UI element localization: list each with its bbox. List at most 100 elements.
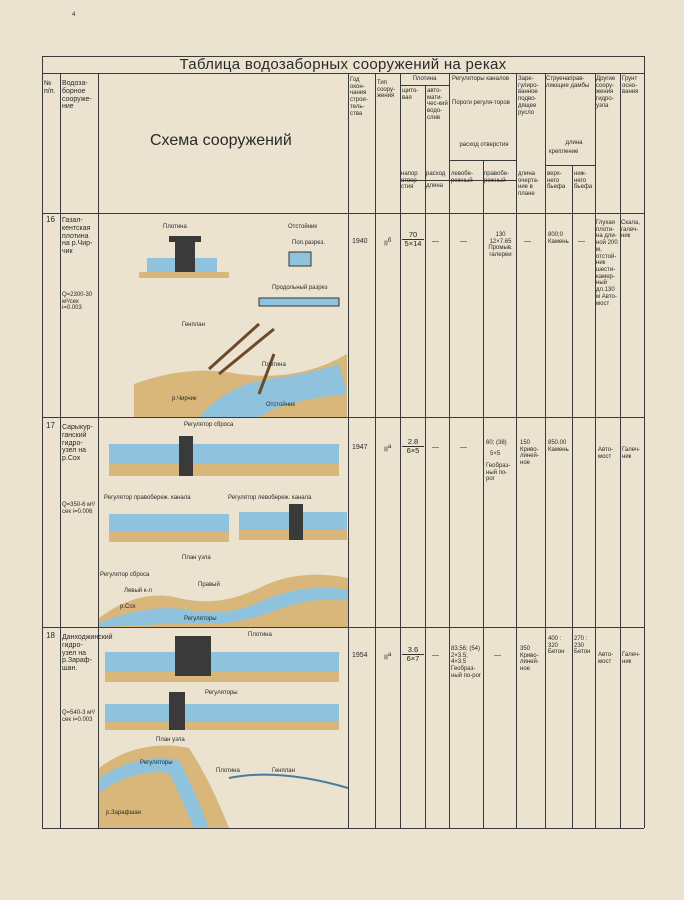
rule [42, 213, 644, 214]
canal-line [228, 773, 348, 789]
header-lower: ниж-него бьефа [574, 171, 593, 191]
row-16-label: Отстойник [266, 402, 296, 408]
row-17-num: 17 [46, 421, 55, 430]
row-18-name: Данходжинский гидро-узел на р.Зараф-шан. [62, 634, 113, 673]
tank-section [288, 251, 312, 267]
corner-mark: 4 [72, 12, 76, 18]
row-17-other: Авто-мост [598, 447, 614, 460]
header-reg-left: левобе-режный [451, 171, 473, 184]
ground [105, 722, 339, 730]
river-chirchik [199, 364, 347, 417]
rule [375, 73, 376, 828]
row-17-reg-left2: 5×5 [490, 451, 501, 457]
row-18-other: Авто-мост [598, 652, 614, 665]
row-16-soil: Скала, галеч-ник [621, 220, 640, 240]
row-17-label: Левый к-л [124, 588, 152, 594]
row-16-dash: — [432, 238, 439, 245]
rule [348, 73, 349, 828]
row-16-groyne: 800;0 Камень [548, 232, 569, 245]
row-17-label: Регулятор сброса [100, 572, 150, 578]
row-17-diagram [99, 436, 348, 627]
rule [98, 73, 99, 828]
row-18-label: р.Зарафшан [106, 810, 142, 816]
row-16-label: Поп.разрез. [292, 240, 325, 246]
header-reg-channel: Заре-гулиро-ванное подво-дящее русло [518, 76, 539, 116]
row-18-label: Регуляторы [205, 690, 238, 696]
water-area [109, 514, 229, 532]
rule [42, 627, 644, 628]
row-18-type: IIа [384, 652, 392, 662]
row-18-soil: Галеч-ник [622, 652, 641, 665]
rule [449, 160, 516, 161]
row-17-year: 1947 [352, 444, 368, 451]
header-dam-length: длина [426, 183, 444, 189]
rule [516, 73, 517, 828]
row-17-label: р.Сох [120, 604, 136, 610]
row-16-dash: — [524, 238, 531, 245]
row-16-label: р.Чирчик [172, 396, 197, 402]
water-area [109, 444, 339, 464]
rule [42, 417, 644, 418]
header-num: № п/п. [44, 80, 56, 95]
row-18-dash: — [432, 652, 439, 659]
row-16-label: Плотина [262, 362, 286, 368]
longitudinal-section [258, 297, 340, 307]
canal-lines [207, 322, 276, 395]
row-18-params: Q=540-3 м³/сек i=0.003 [62, 710, 95, 723]
row-17-dash: — [460, 444, 467, 451]
page-title: Таблица водозаборных сооружений на реках [179, 56, 507, 73]
header-reg-channel-len: длина очерта-ние в плане [518, 171, 539, 198]
header-dam-head: напор отвер-стия [401, 171, 419, 191]
header-groynes-len: длина [565, 140, 583, 146]
rule [572, 165, 573, 828]
row-16-name: Газал-кентская плотина на р.Чир-чик [62, 217, 93, 256]
row-16-reg-right: 130 12×7.65 Промыв. галереи [488, 232, 513, 259]
header-reg-sills: Пороги регуля-торов [452, 100, 510, 106]
row-17-label: Регулятор левобереж. канала [228, 495, 312, 501]
row-17-dash: — [432, 444, 439, 451]
row-16-other: Глухая плоти-на дли-ной 200 м, отстой-ни… [596, 220, 618, 307]
rule [425, 85, 426, 828]
row-18-groyne-lower: 270 : 230 Бетон [574, 636, 591, 656]
rule [644, 56, 645, 828]
rule [42, 73, 644, 74]
row-18-groyne-upper: 400 : 320 Бетон [548, 636, 565, 656]
header-year: Год окон-чания строи-тель-ства [350, 77, 368, 117]
rule [545, 73, 546, 828]
rule [400, 85, 449, 86]
rule [449, 73, 450, 828]
row-18-year: 1954 [352, 652, 368, 659]
dam-deck [169, 236, 201, 242]
row-17-label: Регулятор сброса [184, 422, 234, 428]
rule [42, 828, 644, 829]
row-16-label: Продольный разрез [272, 285, 328, 291]
header-reg-right: правобе-режный [484, 171, 510, 184]
rule [483, 160, 484, 828]
header-reg-flow: расход отверстия [459, 142, 509, 148]
row-17-label: Регуляторы [184, 616, 217, 622]
header-groynes: Струенаправ-ляющие дамбы [546, 76, 590, 89]
ground [105, 672, 339, 682]
ground [139, 272, 229, 278]
header-soil: Грунт осно-вания [622, 76, 639, 96]
header-upper: верх-него бьефа [547, 171, 566, 191]
river-sokh [99, 587, 348, 627]
header-type: Тип соору-жения [377, 80, 396, 100]
row-16-label: Плотина [163, 224, 187, 230]
dam-pier [175, 238, 195, 278]
row-18-dash: — [494, 652, 501, 659]
row-17-label: Правый [198, 582, 220, 588]
row-17-reg-sill: Геобраз-ный по-рог [486, 463, 511, 483]
header-dam-flow: расход [426, 171, 446, 177]
river-zarafshan [99, 758, 209, 828]
row-16-diagram [134, 236, 347, 417]
rule [42, 56, 644, 57]
row-18-diagram [99, 636, 348, 828]
dam-body [175, 636, 211, 676]
header-groynes-fix: крепление [549, 149, 579, 155]
rule [60, 73, 61, 828]
row-18-label: Генплан [272, 768, 295, 774]
header-dam: Плотина [412, 76, 437, 82]
rule [545, 165, 595, 166]
